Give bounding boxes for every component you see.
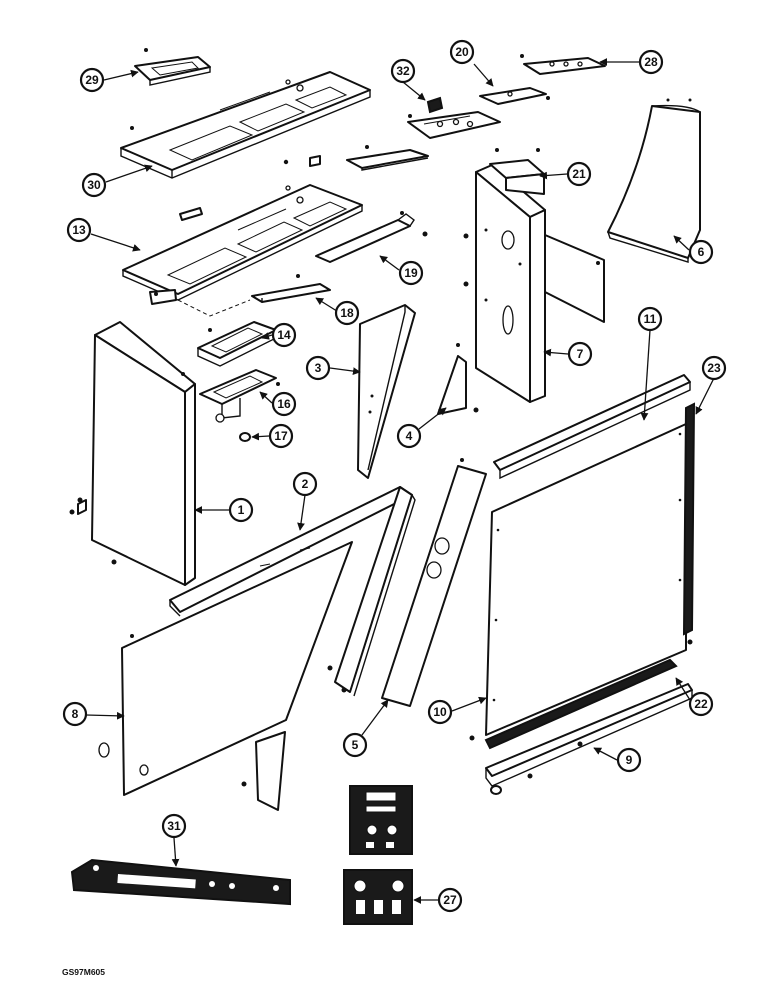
part-1-side-housing <box>69 321 196 586</box>
part-13-intermediate-panel <box>122 155 363 305</box>
callout-7: 7 <box>567 341 593 367</box>
callout-27: 29 <box>79 67 105 93</box>
svg-text:27: 27 <box>443 893 457 907</box>
part-23-seal-strip <box>682 402 696 645</box>
part-7-column <box>463 164 605 403</box>
figure-code: GS97M605 <box>62 967 105 977</box>
part-22-seal-strip <box>484 658 678 750</box>
callout-10: 10 <box>427 699 453 725</box>
callout-29: 27 <box>437 887 463 913</box>
callout-13: 13 <box>66 217 92 243</box>
callout-2: 2 <box>292 471 318 497</box>
svg-text:2: 2 <box>302 477 309 491</box>
callout-8: 8 <box>62 701 88 727</box>
part-8-side-panel <box>98 541 353 811</box>
svg-text:29: 29 <box>85 73 99 87</box>
svg-text:3: 3 <box>315 361 322 375</box>
svg-text:32: 32 <box>396 64 410 78</box>
callout-17: 17 <box>268 423 294 449</box>
svg-text:16: 16 <box>277 397 291 411</box>
svg-text:11: 11 <box>644 312 657 326</box>
svg-text:30: 30 <box>87 178 101 192</box>
leader-lines <box>85 58 715 904</box>
callout-20: 20 <box>449 39 475 65</box>
part-28-plate <box>520 54 606 100</box>
svg-text:28: 28 <box>644 55 658 69</box>
part-11-top-rail <box>493 374 691 480</box>
svg-text:18: 18 <box>340 306 354 320</box>
callout-32: 32 <box>390 58 416 84</box>
part-17-nut <box>239 432 251 442</box>
callout-11: 11 <box>637 306 663 332</box>
callout-22: 22 <box>688 691 714 717</box>
callout-18: 18 <box>334 300 360 326</box>
part-32-clip <box>426 96 444 114</box>
part-10-large-panel <box>485 423 687 736</box>
callout-23: 23 <box>701 355 727 381</box>
callout-3: 3 <box>305 355 331 381</box>
svg-text:21: 21 <box>572 167 586 181</box>
part-31-dash-panel <box>70 858 291 906</box>
part-30-top-panel <box>120 71 371 179</box>
part-5-narrow-panel <box>381 458 487 707</box>
part-27-cover-plate <box>134 48 211 86</box>
svg-text:6: 6 <box>698 245 705 259</box>
svg-text:4: 4 <box>406 429 413 443</box>
callout-5: 5 <box>342 732 368 758</box>
svg-text:10: 10 <box>433 705 447 719</box>
part-9-bottom-angle <box>469 683 693 795</box>
callout-16: 16 <box>271 391 297 417</box>
part-16-bracket <box>199 369 280 423</box>
callout-30: 30 <box>81 172 107 198</box>
callout-1: 1 <box>228 497 254 523</box>
part-19-angle-bracket <box>315 211 428 263</box>
svg-text:20: 20 <box>455 45 469 59</box>
part-4-brace <box>437 343 479 415</box>
svg-text:19: 19 <box>404 266 418 280</box>
svg-text:22: 22 <box>694 697 708 711</box>
svg-text:9: 9 <box>626 753 633 767</box>
svg-text:23: 23 <box>707 361 721 375</box>
part-18-small-angle <box>251 274 331 303</box>
callout-9: 9 <box>616 747 642 773</box>
part-20-plate <box>407 87 547 139</box>
svg-text:7: 7 <box>577 347 584 361</box>
part-6-curved-panel <box>607 98 701 263</box>
callout-6: 6 <box>688 239 714 265</box>
part-3-gusset <box>357 304 416 479</box>
svg-text:1: 1 <box>238 503 245 517</box>
callout-31: 31 <box>161 813 187 839</box>
callout-21: 21 <box>566 161 592 187</box>
svg-text:13: 13 <box>72 223 86 237</box>
svg-text:14: 14 <box>277 328 291 342</box>
part-29-control-panel <box>343 869 413 925</box>
svg-text:31: 31 <box>167 819 181 833</box>
loose-plate <box>346 145 429 171</box>
callout-4: 4 <box>396 423 422 449</box>
control-panel-upper <box>349 785 413 855</box>
callout-28: 28 <box>638 49 664 75</box>
part-2-angle-frame <box>169 486 416 697</box>
part-14-tray <box>197 321 277 367</box>
svg-text:8: 8 <box>72 707 79 721</box>
svg-text:17: 17 <box>274 429 288 443</box>
callout-14: 14 <box>271 322 297 348</box>
svg-text:5: 5 <box>352 738 359 752</box>
callout-19: 19 <box>398 260 424 286</box>
